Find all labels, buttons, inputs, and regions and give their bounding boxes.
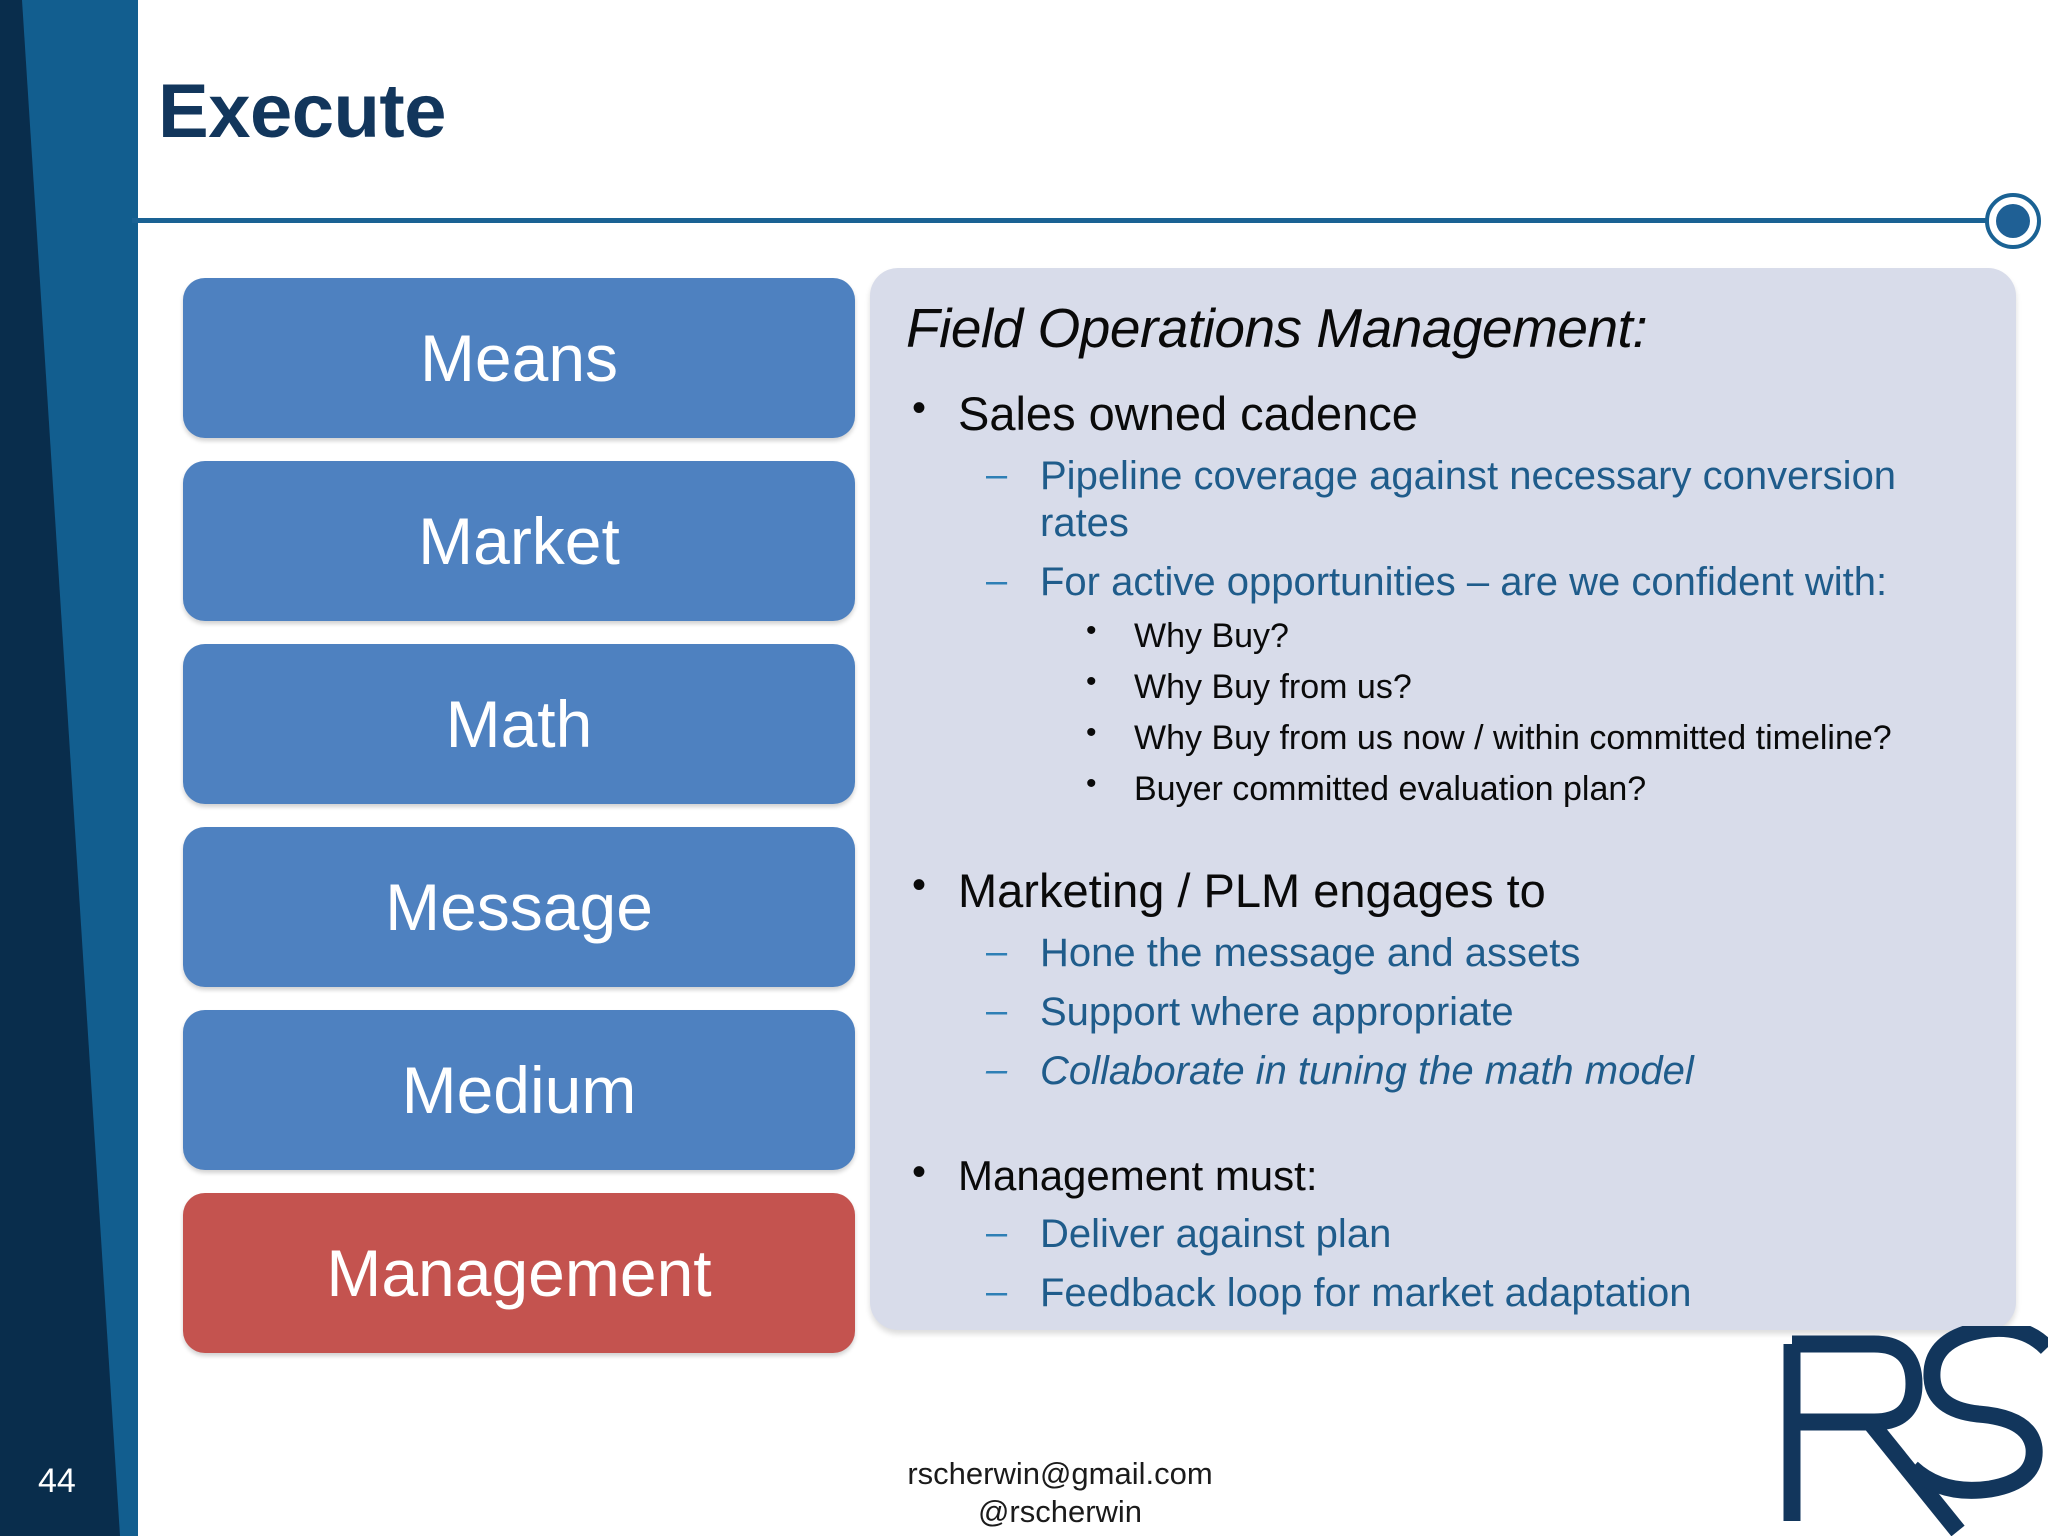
bullet-level2-text: For active opportunities – are we confid…: [1040, 560, 1888, 604]
pillar-item-math[interactable]: Math: [183, 644, 855, 804]
bullet-level2-text: Pipeline coverage against necessary conv…: [1040, 453, 1897, 545]
bullet-level2-text: Deliver against plan: [1040, 1211, 1392, 1256]
pillar-label: Medium: [401, 1053, 637, 1127]
bullet-level2: Feedback loop for market adaptation: [904, 1270, 1982, 1317]
pillar-list: Means Market Math Message Medium Managem…: [183, 278, 855, 1376]
bullet-level1-text: Marketing / PLM engages to: [958, 864, 1546, 918]
bullet-level2-text: Hone the message and assets: [1040, 931, 1581, 975]
title-end-dot-icon: [1985, 193, 2041, 249]
bullet-level1: Management must:: [904, 1150, 1982, 1199]
panel-heading: Field Operations Management:: [906, 297, 1648, 359]
bullet-level3: Why Buy?: [904, 613, 1982, 657]
bullet-level2: Pipeline coverage against necessary conv…: [904, 453, 1982, 547]
bullet-level1-text: Sales owned cadence: [958, 387, 1418, 440]
footer-handle: @rscherwin: [977, 1493, 1143, 1529]
bullet-level3: Why Buy from us now / within committed t…: [904, 715, 1982, 759]
bullet-level1: Sales owned cadence: [904, 386, 1982, 441]
pillar-label: Math: [445, 687, 593, 761]
footer-email: rscherwin@gmail.com: [907, 1456, 1213, 1491]
bullet-level2: Support where appropriate: [904, 989, 1982, 1036]
pillar-label: Market: [418, 504, 620, 578]
pillar-item-management[interactable]: Management: [183, 1193, 855, 1353]
bullet-level2: Collaborate in tuning the math model: [904, 1048, 1982, 1095]
bullet-level2-text: Feedback loop for market adaptation: [1040, 1270, 1692, 1315]
bullet-group-marketing-plm: Marketing / PLM engages to Hone the mess…: [904, 863, 1982, 1095]
page-number: 44: [38, 1462, 76, 1500]
bullet-level3: Why Buy from us?: [904, 664, 1982, 708]
bullet-level2-text: Collaborate in tuning the math model: [1040, 1049, 1694, 1094]
pillar-item-market[interactable]: Market: [183, 461, 855, 621]
footer-contact: rscherwin@gmail.com @rscherwin: [760, 1455, 1360, 1531]
pillar-item-means[interactable]: Means: [183, 278, 855, 438]
bullet-level3-text: Why Buy?: [1134, 617, 1289, 656]
rs-logo-icon: [1762, 1326, 2048, 1536]
bullet-level1: Marketing / PLM engages to: [904, 863, 1982, 918]
bullet-level2-text: Support where appropriate: [1040, 990, 1514, 1035]
left-navy-wedge: [0, 0, 138, 1536]
bullet-level2: For active opportunities – are we confid…: [904, 559, 1982, 606]
field-operations-panel: Field Operations Management: Sales owned…: [870, 268, 2016, 1330]
pillar-item-message[interactable]: Message: [183, 827, 855, 987]
bullet-level3: Buyer committed evaluation plan?: [904, 766, 1982, 810]
pillar-label: Means: [419, 321, 619, 395]
bullet-level3-text: Buyer committed evaluation plan?: [1134, 769, 1647, 808]
title-divider: [132, 218, 2012, 223]
page-title: Execute: [158, 69, 447, 154]
bullet-level1-text: Management must:: [958, 1151, 1318, 1199]
bullet-level2: Hone the message and assets: [904, 930, 1982, 977]
bullet-group-sales-owned-cadence: Sales owned cadence Pipeline coverage ag…: [904, 386, 1982, 810]
pillar-item-medium[interactable]: Medium: [183, 1010, 855, 1170]
pillar-label: Message: [385, 870, 653, 944]
bullet-group-management-must: Management must: Deliver against plan Fe…: [904, 1150, 1982, 1317]
pillar-label: Management: [326, 1236, 712, 1310]
bullet-level3-text: Why Buy from us?: [1134, 667, 1412, 706]
bullet-level2: Deliver against plan: [904, 1211, 1982, 1258]
bullet-level3-text: Why Buy from us now / within committed t…: [1134, 718, 1892, 757]
